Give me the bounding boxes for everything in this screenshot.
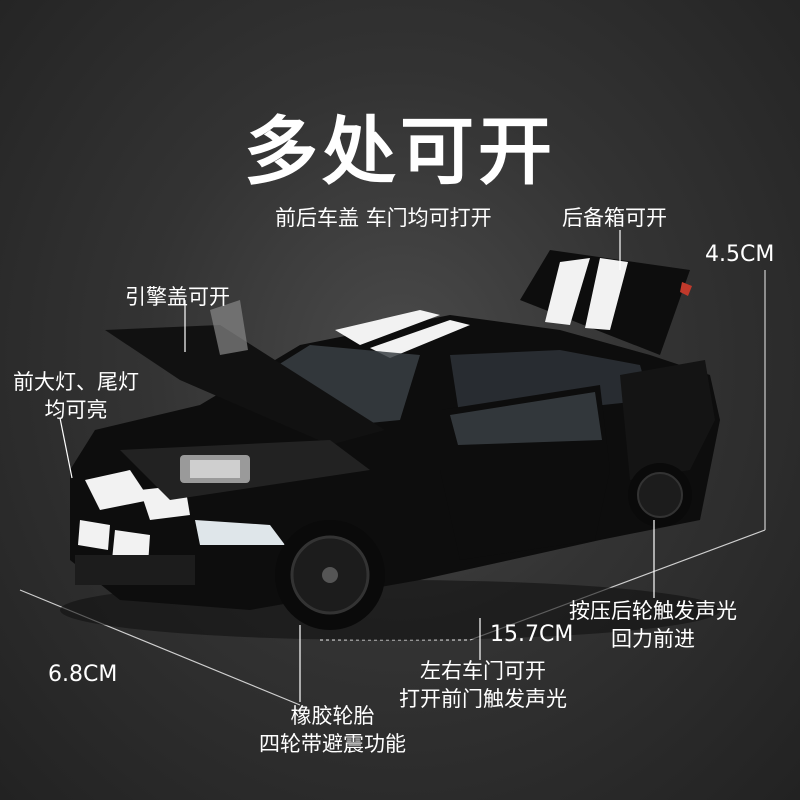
width-dimension-label: 6.8CM	[48, 662, 118, 687]
doors-text: 车门均可打开	[365, 206, 492, 230]
lights-line-2: 均可亮	[44, 398, 108, 422]
doors-lr-line-2: 打开前门触发声光	[399, 687, 567, 711]
feature-pullback-label: 按压后轮触发声光 回力前进	[555, 597, 751, 653]
height-dimension-label: 4.5CM	[705, 242, 775, 267]
feature-lights-label: 前大灯、尾灯 均可亮	[0, 368, 152, 424]
page-title: 多处可开	[244, 109, 556, 195]
doors-lr-line-1: 左右车门可开	[420, 659, 546, 683]
leader-lines	[59, 230, 655, 702]
engine-bay	[120, 440, 370, 500]
open-trunk-lid	[520, 250, 692, 355]
hood-trunk-text: 前后车盖	[275, 206, 359, 230]
rear-wheel	[628, 463, 692, 527]
open-front-door	[440, 385, 610, 560]
feature-hood-trunk-label: 前后车盖 车门均可打开	[275, 204, 492, 232]
front-wheel	[275, 520, 385, 630]
tires-line-1: 橡胶轮胎	[290, 704, 375, 728]
feature-tires-label: 橡胶轮胎 四轮带避震功能	[245, 702, 420, 758]
pullback-line-1: 按压后轮触发声光	[569, 599, 737, 623]
lights-line-1: 前大灯、尾灯	[13, 370, 139, 394]
open-hood	[105, 300, 385, 445]
length-dimension-label: 15.7CM	[490, 622, 574, 647]
feature-doors-lr-label: 左右车门可开 打开前门触发声光	[385, 657, 581, 713]
feature-trunk-label: 后备箱可开	[562, 206, 667, 230]
feature-engine-hood-label: 引擎盖可开	[125, 285, 230, 309]
open-rear-door	[620, 360, 715, 480]
pullback-line-2: 回力前进	[611, 627, 695, 651]
tires-line-2: 四轮带避震功能	[259, 732, 406, 756]
